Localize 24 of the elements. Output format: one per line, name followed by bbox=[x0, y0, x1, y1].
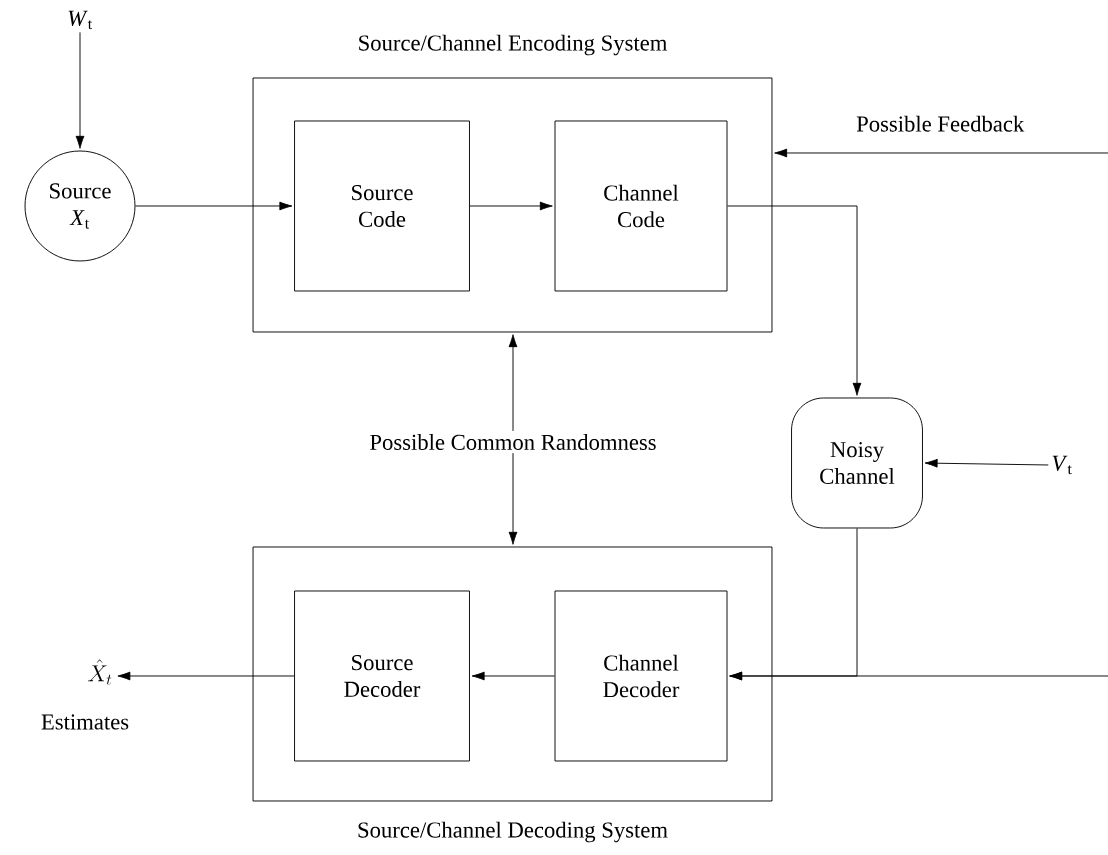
block-box: Source Code bbox=[294, 120, 470, 292]
arrow bbox=[729, 671, 1108, 681]
block-box: Source Decoder bbox=[294, 590, 470, 762]
arrow bbox=[469, 201, 553, 211]
arrow bbox=[508, 452, 518, 545]
arrow bbox=[135, 201, 293, 211]
edge-label: Possible Feedback bbox=[856, 115, 1025, 132]
node-label: Source/Channel Encoding System bbox=[359, 34, 668, 56]
channel-box: Noisy Channel bbox=[791, 397, 923, 529]
symbol-label: $\hat{X}_t$ bbox=[88, 659, 112, 685]
text-label: Possible Common Randomness bbox=[370, 434, 656, 450]
arrow bbox=[117, 671, 295, 681]
symbol-label: V$_{t}$ bbox=[1052, 455, 1072, 475]
symbol-label: W$_{t}$ bbox=[68, 10, 93, 30]
caption-text: Estimates bbox=[41, 714, 129, 730]
node-label: Source/Channel Decoding System bbox=[358, 821, 668, 843]
arrow bbox=[508, 334, 518, 432]
arrow bbox=[727, 205, 862, 396]
block-box: Channel Code bbox=[554, 120, 728, 292]
arrow bbox=[75, 31, 85, 149]
arrow bbox=[774, 148, 1108, 158]
arrow bbox=[924, 458, 1049, 468]
arrow bbox=[471, 671, 555, 681]
block-box: Channel Decoder bbox=[554, 590, 728, 762]
